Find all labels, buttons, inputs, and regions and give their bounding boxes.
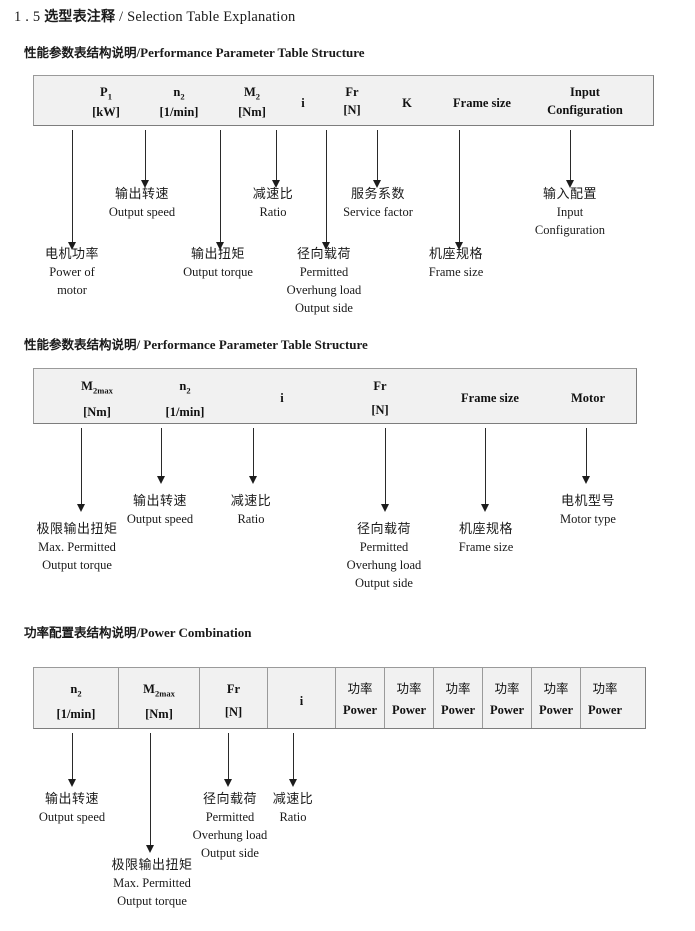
section-heading-en: Power Combination [140, 625, 252, 640]
annotation-overhung-load: 径向载荷 Permitted Overhung load Output side [286, 247, 362, 315]
annotation-output-torque: 输出扭矩 Output torque [183, 247, 253, 280]
arrow-down-icon [272, 130, 281, 188]
table3-divider [118, 668, 119, 728]
arrow-down-icon [566, 130, 575, 188]
table3-divider [199, 668, 200, 728]
table2-col-fr: Fr [N] [371, 379, 389, 418]
annotation-overhung-load: 径向载荷 Permitted Overhung load Output side [346, 522, 422, 590]
table1-col-m2: M2 [Nm] [238, 85, 266, 119]
table3-divider [384, 668, 385, 728]
arrow-down-icon [582, 428, 591, 484]
arrow-down-icon [381, 428, 390, 512]
annotation-input-configuration: 输入配置 Input Configuration [534, 187, 606, 238]
annotation-ratio: 减速比 Ratio [230, 494, 272, 527]
section-heading-cn: 功率配置表结构说明 [24, 625, 137, 640]
table3-col-power-4: 功率 Power [489, 681, 524, 718]
section-heading-en: Performance Parameter Table Structure [143, 337, 368, 352]
page-title-separator: / [119, 9, 124, 25]
table3-col-i: i [299, 694, 304, 708]
performance-parameter-table-1: P1 [kW] n2 [1/min] M2 [Nm] i Fr [N] K Fr… [33, 75, 654, 126]
table1-col-frame-size: Frame size [453, 96, 511, 110]
table3-col-power-5: 功率 Power [538, 681, 573, 718]
table3-col-n2: n2 [1/min] [56, 682, 96, 721]
page-title-number: 1 . 5 [14, 9, 41, 25]
table3-col-power-1: 功率 Power [342, 681, 377, 718]
annotation-max-permitted-output-torque: 极限输出扭矩 Max. Permitted Output torque [36, 522, 118, 573]
section-heading-separator: / [136, 625, 141, 640]
page-title: 1 . 5 选型表注释 / Selection Table Explanatio… [14, 6, 296, 26]
annotation-power-of-motor: 电机功率 Power of motor [44, 247, 99, 298]
table1-col-i: i [301, 96, 305, 110]
table2-col-m2max: M2max [Nm] [81, 379, 113, 419]
arrow-down-icon [77, 428, 86, 512]
annotation-output-speed: 输出转速 Output speed [126, 494, 194, 527]
arrow-down-icon [455, 130, 464, 250]
section-heading-power-combination: 功率配置表结构说明/Power Combination [24, 622, 252, 641]
table3-col-m2max: M2max [Nm] [143, 682, 175, 721]
page-title-cn: 选型表注释 [44, 9, 116, 25]
table3-col-fr: Fr [N] [224, 682, 243, 720]
annotation-ratio: 减速比 Ratio [272, 792, 314, 825]
table2-col-frame-size: Frame size [461, 391, 519, 405]
arrow-down-icon [157, 428, 166, 484]
arrow-down-icon [68, 733, 77, 787]
annotation-overhung-load: 径向载荷 Permitted Overhung load Output side [192, 792, 268, 860]
table3-divider [482, 668, 483, 728]
annotation-motor-type: 电机型号 Motor type [560, 494, 616, 527]
table3-col-power-6: 功率 Power [587, 681, 622, 718]
arrow-down-icon [68, 130, 77, 250]
arrow-down-icon [481, 428, 490, 512]
table2-col-motor: Motor [570, 391, 605, 405]
arrow-down-icon [216, 130, 225, 250]
annotation-output-speed: 输出转速 Output speed [108, 187, 176, 220]
performance-parameter-table-2: M2max [Nm] n2 [1/min] i Fr [N] Frame siz… [33, 368, 637, 424]
table1-col-k: K [402, 96, 412, 110]
annotation-max-permitted-output-torque: 极限输出扭矩 Max. Permitted Output torque [111, 858, 193, 909]
table3-divider [580, 668, 581, 728]
table3-divider [335, 668, 336, 728]
arrow-down-icon [373, 130, 382, 188]
table3-col-power-3: 功率 Power [440, 681, 475, 718]
table2-col-i: i [280, 391, 284, 405]
section-heading-separator: / [136, 45, 141, 60]
table1-col-fr: Fr [N] [343, 85, 361, 118]
section-heading-performance-2: 性能参数表结构说明/ Performance Parameter Table S… [24, 334, 368, 353]
table1-col-p1: P1 [kW] [92, 85, 120, 119]
table3-divider [433, 668, 434, 728]
table1-col-input-configuration: Input Configuration [547, 85, 623, 118]
annotation-service-factor: 服务系数 Service factor [343, 187, 413, 220]
table2-col-n2: n2 [1/min] [165, 379, 205, 419]
table3-divider [267, 668, 268, 728]
table1-col-n2: n2 [1/min] [159, 85, 199, 119]
arrow-down-icon [141, 130, 150, 188]
power-combination-table: n2 [1/min] M2max [Nm] Fr [N] i 功率 Power … [33, 667, 646, 729]
table3-divider [531, 668, 532, 728]
section-heading-en: Performance Parameter Table Structure [140, 45, 365, 60]
page-title-en: Selection Table Explanation [127, 9, 296, 25]
arrow-down-icon [146, 733, 155, 853]
annotation-ratio: 减速比 Ratio [252, 187, 294, 220]
annotation-output-speed: 输出转速 Output speed [38, 792, 106, 825]
table3-col-power-2: 功率 Power [391, 681, 426, 718]
section-heading-cn: 性能参数表结构说明 [24, 337, 137, 352]
arrow-down-icon [224, 733, 233, 787]
arrow-down-icon [322, 130, 331, 250]
section-heading-performance-1: 性能参数表结构说明/Performance Parameter Table St… [24, 42, 365, 61]
annotation-frame-size: 机座规格 Frame size [458, 522, 514, 555]
section-heading-separator: / [136, 337, 141, 352]
arrow-down-icon [289, 733, 298, 787]
arrow-down-icon [249, 428, 258, 484]
annotation-frame-size: 机座规格 Frame size [428, 247, 484, 280]
section-heading-cn: 性能参数表结构说明 [24, 45, 137, 60]
